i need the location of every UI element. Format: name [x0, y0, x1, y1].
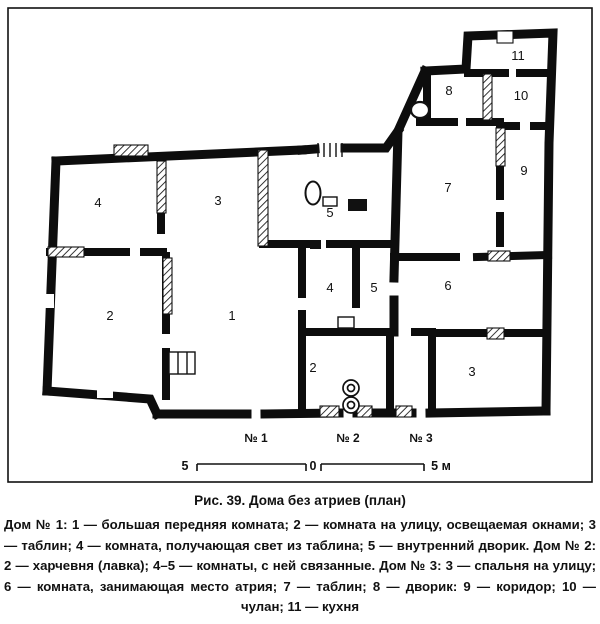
- room-label-h3-11: 11: [511, 48, 525, 63]
- scale-label-left: 5: [182, 459, 189, 473]
- room-label-h2-5: 5: [370, 280, 377, 295]
- cistern-mouth: [322, 196, 338, 207]
- courtyard-basin: [409, 100, 431, 120]
- room-label-h3-6: 6: [444, 278, 451, 293]
- impluvium-basin: [304, 180, 322, 206]
- room-label-h3-9: 9: [520, 163, 527, 178]
- figure-border: [7, 7, 593, 483]
- room-label-h2-2: 2: [309, 360, 316, 375]
- room-labels: 4 3 2 1 5 4 5 2 6 7 8 9 10 11 3: [94, 48, 528, 379]
- figure-description: Дом № 1: 1 — большая передняя комната; 2…: [4, 517, 596, 615]
- interior-walls: [46, 69, 553, 417]
- hatched-wall-segments: [47, 73, 511, 418]
- room-label-h2-4: 4: [326, 280, 333, 295]
- room-label-h3-7: 7: [444, 180, 451, 195]
- scale-bar: 5 0 5 м: [182, 459, 451, 473]
- masonry-block: [348, 199, 367, 211]
- scale-label-right: 5 м: [431, 459, 451, 473]
- stairs-courtyard: [317, 143, 343, 157]
- house-marker-1: № 1: [244, 431, 268, 445]
- room-label-h1-3: 3: [214, 193, 221, 208]
- room-label-h1-2: 2: [106, 308, 113, 323]
- room-label-h1-5: 5: [326, 205, 333, 220]
- tavern-ovens: [342, 379, 360, 414]
- tavern-counter: [337, 316, 355, 329]
- house-markers: № 1 № 2 № 3: [244, 431, 433, 445]
- scale-label-center: 0: [310, 459, 317, 473]
- floor-plan-figure: 4 3 2 1 5 4 5 2 6 7 8 9 10 11 3 № 1 № 2 …: [7, 7, 593, 483]
- room-label-h1-1: 1: [228, 308, 235, 323]
- house-marker-2: № 2: [336, 431, 360, 445]
- doorway-notches: [41, 30, 514, 398]
- room-label-h1-4: 4: [94, 195, 101, 210]
- room-label-h3-3: 3: [468, 364, 475, 379]
- plan-details: [168, 100, 431, 414]
- stairs-room1: [168, 351, 196, 375]
- figure-caption: Рис. 39. Дома без атриев (план): [194, 493, 406, 508]
- room-label-h3-10: 10: [514, 88, 528, 103]
- room-label-h3-8: 8: [445, 83, 452, 98]
- house-marker-3: № 3: [409, 431, 433, 445]
